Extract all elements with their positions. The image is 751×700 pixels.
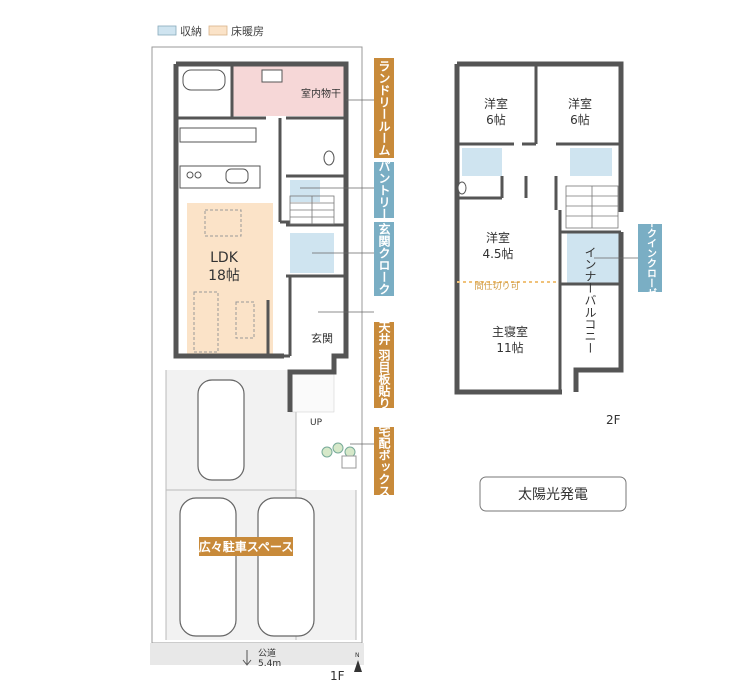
kitchen-sink bbox=[225, 168, 249, 184]
western1-size: 6帖 bbox=[486, 112, 506, 127]
western2-label: 洋室 bbox=[568, 96, 592, 111]
washbasin bbox=[261, 69, 283, 83]
car-lower-right bbox=[257, 497, 315, 637]
road-label: 公道 bbox=[258, 647, 276, 659]
svg-text:パントリー: パントリー bbox=[377, 160, 391, 220]
storage-swatch bbox=[157, 25, 177, 36]
car-top bbox=[197, 379, 245, 481]
svg-text:ランドリールーム: ランドリールーム bbox=[377, 60, 391, 156]
toilet bbox=[323, 150, 335, 166]
master-label: 主寝室 bbox=[492, 324, 528, 339]
toilet-2f bbox=[457, 181, 467, 195]
tag-laundry-room: ランドリールーム bbox=[374, 58, 394, 158]
stairs-2f bbox=[565, 185, 619, 229]
floor2-label: 2F bbox=[606, 413, 621, 427]
laundry-area bbox=[232, 66, 344, 116]
inner-balcony-label: インナーバルコニー bbox=[583, 246, 597, 354]
floor-2-plan: 洋室 6帖 洋室 6帖 洋室 4.5帖 間仕切り可 主寝室 11帖 インナーバル… bbox=[454, 61, 662, 427]
road-width-label: 5.4m bbox=[258, 659, 281, 669]
legend: 収納 床暖房 bbox=[157, 24, 264, 38]
tag-ceiling: 天井 羽目板貼り bbox=[374, 320, 394, 409]
floor1-label: 1F bbox=[330, 669, 345, 683]
master-size: 11帖 bbox=[496, 340, 523, 355]
car-lower-left bbox=[179, 497, 237, 637]
road-area bbox=[150, 643, 364, 665]
road-arrow-icon bbox=[242, 650, 252, 666]
western1-label: 洋室 bbox=[484, 96, 508, 111]
car-icon bbox=[179, 379, 315, 637]
kitchen-back-counter bbox=[179, 127, 257, 143]
floor2-walls bbox=[454, 61, 624, 395]
closet-western2 bbox=[570, 148, 612, 176]
coffee-table bbox=[235, 301, 255, 339]
legend-floor-heating-label: 床暖房 bbox=[231, 24, 264, 38]
legend-storage-label: 収納 bbox=[180, 25, 202, 38]
entrance-label: 玄関 bbox=[311, 331, 333, 345]
svg-text:玄関クローク: 玄関クローク bbox=[377, 222, 391, 295]
tag-delivery-box: 宅配ボックス bbox=[374, 424, 394, 497]
solar-power-badge: 太陽光発電 bbox=[479, 476, 627, 512]
ldk-label: LDK bbox=[210, 250, 239, 266]
western2-size: 6帖 bbox=[570, 112, 590, 127]
ldk-floor-heating bbox=[187, 203, 273, 355]
svg-text:広々駐車スペース: 広々駐車スペース bbox=[199, 539, 294, 554]
western3-label: 洋室 bbox=[486, 230, 510, 245]
entrance-tile bbox=[289, 371, 335, 413]
stairs-1f bbox=[289, 195, 335, 225]
pantry-storage bbox=[290, 180, 320, 202]
closet-western1 bbox=[462, 148, 502, 176]
north-label: N bbox=[355, 652, 360, 659]
delivery-box-icon bbox=[341, 455, 357, 469]
svg-text:宅配ボックス: 宅配ボックス bbox=[377, 424, 391, 497]
ldk-size-label: 18帖 bbox=[208, 268, 240, 284]
plant-icons bbox=[321, 442, 356, 458]
tag-parking: 広々駐車スペース bbox=[199, 537, 294, 556]
bathtub bbox=[182, 69, 226, 91]
tag-walk-in-closet: ウォークインクローゼット bbox=[638, 198, 662, 318]
sofa bbox=[193, 291, 219, 353]
dining-table bbox=[204, 209, 242, 237]
partition-label: 間仕切り可 bbox=[474, 280, 519, 292]
western3-size: 4.5帖 bbox=[482, 246, 513, 261]
north-arrow-icon bbox=[354, 660, 362, 672]
floor-1-plan: LDK 18帖 室内物干 玄関 UP 公道 5.4m 1F N ランドリールーム… bbox=[150, 46, 394, 683]
svg-text:天井 羽目板貼り: 天井 羽目板貼り bbox=[377, 320, 391, 409]
svg-text:ウォークインクローゼット: ウォークインクローゼット bbox=[645, 198, 657, 318]
up-label: UP bbox=[310, 418, 323, 428]
tag-entrance-cloak: 玄関クローク bbox=[374, 222, 394, 296]
indoor-drying-label: 室内物干 bbox=[301, 87, 341, 100]
floor1-walls bbox=[173, 61, 349, 412]
svg-text:太陽光発電: 太陽光発電 bbox=[518, 487, 588, 503]
floor-heating-swatch bbox=[208, 25, 228, 36]
tag-pantry: パントリー bbox=[374, 160, 394, 220]
